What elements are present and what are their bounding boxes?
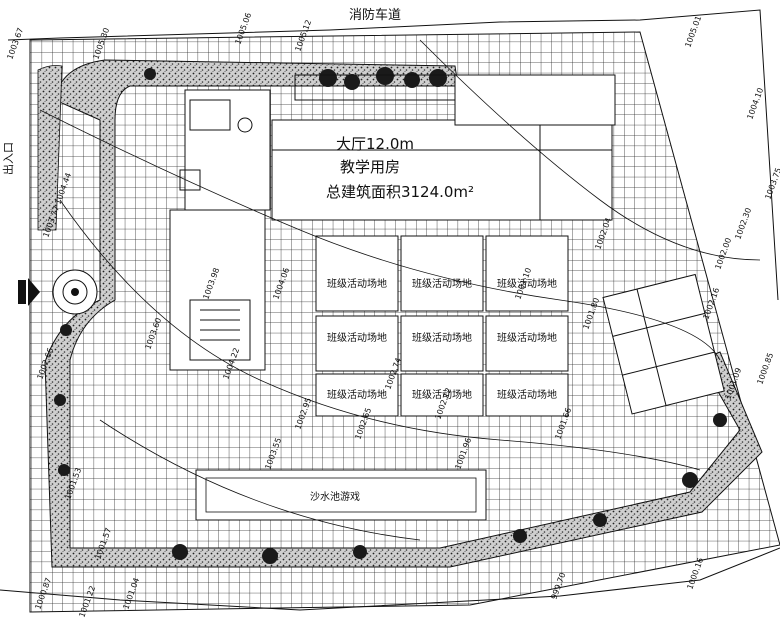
fire-lane-label: 消防车道 bbox=[349, 7, 401, 23]
court-label: 班级活动场地 bbox=[327, 277, 387, 290]
court-label: 班级活动场地 bbox=[497, 388, 557, 401]
court-label: 班级活动场地 bbox=[497, 331, 557, 344]
sand-play-area: 沙水池游戏 bbox=[195, 469, 487, 521]
elevation-label: 1003.67 bbox=[5, 27, 25, 61]
entrance-label: 出入口 bbox=[1, 142, 15, 175]
building-hall-label: 大厅12.0m bbox=[336, 135, 414, 153]
elevation-label: 1002.00 bbox=[713, 237, 733, 271]
planting-belt bbox=[37, 59, 763, 568]
entrance-roundel bbox=[18, 269, 98, 315]
court-labels: 班级活动场地 班级活动场地 班级活动场地 班级活动场地 班级活动场地 班级活动场… bbox=[327, 277, 557, 401]
building-area-label: 总建筑面积3124.0m² bbox=[326, 183, 474, 201]
elevation-label: 1003.75 bbox=[763, 167, 780, 201]
activity-courts bbox=[315, 235, 569, 417]
court-label: 班级活动场地 bbox=[327, 388, 387, 401]
elevation-label: 1004.10 bbox=[745, 87, 765, 121]
court-label: 班级活动场地 bbox=[497, 277, 557, 290]
court-label: 班级活动场地 bbox=[412, 331, 472, 344]
court-label: 班级活动场地 bbox=[412, 388, 472, 401]
court-label: 班级活动场地 bbox=[412, 277, 472, 290]
tree-clusters bbox=[54, 67, 727, 564]
elevation-label: 1000.85 bbox=[755, 352, 775, 386]
east-pavilion bbox=[602, 273, 725, 415]
contour-lines bbox=[39, 39, 761, 541]
building-use-label: 教学用房 bbox=[340, 158, 400, 176]
sand-play-label: 沙水池游戏 bbox=[310, 490, 360, 503]
main-building bbox=[271, 74, 616, 221]
elevation-label: 1005.01 bbox=[683, 15, 703, 49]
elevation-label: 1002.30 bbox=[733, 207, 753, 241]
building-labels: 大厅12.0m 教学用房 总建筑面积3124.0m² bbox=[326, 135, 474, 201]
west-building bbox=[169, 89, 271, 371]
court-label: 班级活动场地 bbox=[327, 331, 387, 344]
